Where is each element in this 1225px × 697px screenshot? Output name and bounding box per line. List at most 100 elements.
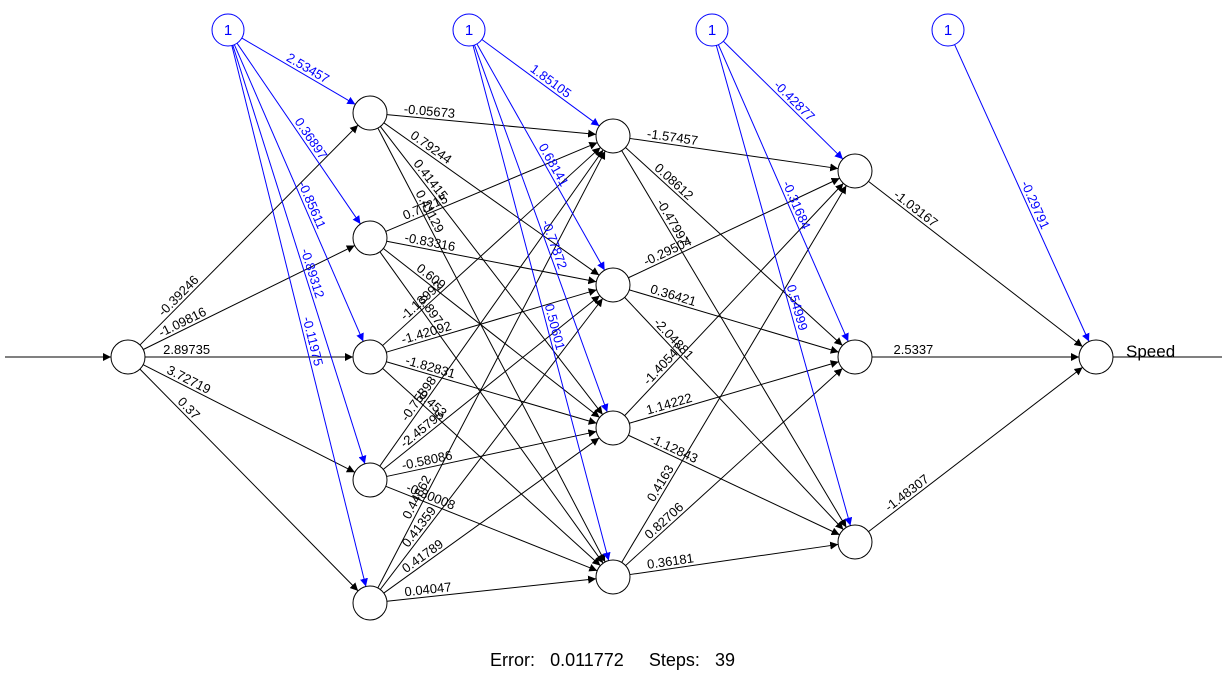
bias-edge-0-1	[236, 42, 361, 225]
weight-edge-h2-0-h3-0	[629, 137, 839, 172]
hidden2-node-2	[595, 410, 631, 446]
bias-edge-0-4	[231, 45, 368, 587]
output-node-0	[1078, 339, 1114, 375]
bias-edge-2-0	[723, 40, 844, 160]
hidden2-node-0	[595, 118, 631, 154]
weight-edge-h1-3-h2-1	[382, 295, 601, 470]
bias-edge-1-1	[476, 43, 606, 271]
bias-edge-1-0	[481, 39, 600, 127]
weight-edge-h1-0-h2-3	[377, 127, 606, 563]
weight-edge-h1-1-h2-1	[386, 240, 597, 285]
weight-edge-h1-1-h2-3	[379, 251, 604, 564]
hidden1-node-1	[352, 220, 388, 256]
bias-edge-3-0	[954, 44, 1090, 342]
weight-edge-h3-2-out	[868, 366, 1083, 533]
hidden1-node-2	[352, 339, 388, 375]
bias-node-label-1: 1	[465, 22, 473, 39]
weight-edge-h2-2-h3-1-label: 1.14222	[644, 390, 693, 418]
weight-edge-h1-4-h2-0	[377, 150, 606, 589]
bias-edge-1-2-label: -0.77872	[539, 218, 571, 271]
hidden3-node-0	[837, 153, 873, 189]
bias-edge-0-3-label: -0.89312	[298, 246, 328, 299]
weight-edge-h2-3-h3-2-label: 0.36181	[646, 550, 695, 572]
weight-edge-h1-0-h2-1	[383, 122, 600, 276]
bias-edge-0-2-label: -0.85611	[295, 179, 329, 231]
error-value: 0.011772	[550, 650, 624, 670]
edges-layer	[5, 37, 1222, 602]
bias-edge-0-2	[233, 44, 364, 342]
weight-edge-h1-2-h2-3	[382, 368, 601, 566]
output-label: Speed	[1126, 342, 1175, 361]
bias-edge-0-1-label: 0.36897	[292, 115, 331, 162]
bias-node-label-2: 1	[708, 22, 716, 39]
hidden3-node-2	[837, 524, 873, 560]
weight-edge-h1-4-h2-3-label: 0.04047	[404, 579, 452, 599]
hidden1-node-3	[352, 462, 388, 498]
weight-edge-i-h1-1	[143, 245, 355, 350]
weight-edge-h2-1-h3-2	[624, 297, 844, 530]
weight-edge-h1-2-h2-1	[386, 288, 597, 353]
weight-edge-h1-3-h2-2	[386, 429, 597, 477]
weight-edge-h1-2-h2-2	[386, 361, 597, 425]
bias-node-2	[695, 13, 729, 47]
bias-node-label-3: 1	[944, 22, 952, 39]
weight-edge-h1-1-h2-0	[385, 141, 598, 232]
input-node-0	[110, 339, 146, 375]
bias-edge-1-1-label: 0.68141	[536, 141, 572, 189]
weight-edge-h1-3-h2-3	[385, 485, 598, 572]
weight-edge-h3-2-out-label: -1.48307	[882, 471, 932, 514]
weight-edge-h2-2-h3-0	[624, 183, 844, 416]
weight-edge-h2-2-h3-1	[629, 360, 839, 424]
weight-edge-h2-3-h3-0	[621, 185, 847, 563]
hidden3-node-1	[837, 339, 873, 375]
weight-edge-h1-3-h2-2-label: -0.58086	[400, 447, 453, 472]
bias-edge-2-1	[717, 44, 849, 342]
weight-edge-h2-0-h3-1	[625, 147, 843, 346]
weight-edge-h3-0-out	[868, 180, 1083, 348]
bias-node-1	[452, 13, 486, 47]
weight-edge-h1-4-h2-3	[386, 575, 597, 602]
weight-edge-h3-0-out-label: -1.03167	[891, 187, 941, 230]
weight-edge-h2-3-h3-2	[629, 541, 839, 576]
weight-edge-h2-0-h3-0-label: -1.57457	[646, 126, 699, 148]
weight-edge-i-h1-4	[139, 368, 359, 592]
weight-edge-h2-2-h3-2	[628, 434, 840, 536]
weight-edge-i-h1-4-label: 0.37	[175, 394, 203, 423]
weight-edge-h2-1-h3-1	[629, 289, 839, 354]
weight-edge-i-h1-3	[142, 364, 356, 473]
steps-value: 39	[714, 650, 735, 670]
weight-edge-h2-0-h3-1-label: 0.08612	[652, 160, 697, 203]
weight-edge-i-h1-2-label: 2.89735	[163, 342, 210, 357]
weight-edge-h2-0-h3-2	[621, 150, 847, 528]
steps-label: Steps:	[648, 650, 700, 670]
bias-edge-1-0-label: 1.85105	[528, 61, 575, 101]
hidden2-node-3	[595, 559, 631, 595]
weight-edge-h2-3-h3-1-label: 0.82706	[641, 499, 686, 542]
bias-edge-2-1-label: -0.31684	[780, 178, 814, 231]
weight-edge-h2-3-h3-1	[625, 368, 843, 566]
weight-edge-h1-2-h2-0	[382, 147, 601, 346]
bias-node-0	[211, 13, 245, 47]
weight-edge-h3-1-out-label: 2.5337	[894, 342, 934, 357]
bias-node-label-0: 1	[224, 22, 232, 39]
weight-edge-h1-0-h2-0-label: -0.05673	[403, 101, 456, 121]
hidden1-node-4	[352, 585, 388, 621]
bias-edge-0-0-label: 2.53457	[284, 50, 332, 87]
weight-edge-h1-0-h2-0	[386, 114, 597, 138]
bias-edge-0-4-label: -0.11975	[300, 315, 327, 367]
weight-edge-h2-1-h3-0	[628, 177, 840, 279]
bias-edge-0-0	[241, 37, 356, 105]
hidden2-node-1	[595, 267, 631, 303]
bias-edge-1-2	[473, 44, 609, 413]
hidden1-node-0	[352, 95, 388, 131]
bias-edge-2-2	[715, 45, 853, 526]
bias-edge-0-3	[232, 45, 367, 464]
weight-edge-h2-2-h3-0-label: -1.40547	[640, 340, 686, 388]
bias-node-3	[931, 13, 965, 47]
weight-edge-h2-1-h3-1-label: 0.36421	[649, 281, 698, 309]
weight-edge-h1-1-h2-1-label: -0.83316	[403, 230, 456, 254]
weight-edge-h1-0-h2-2	[379, 126, 604, 415]
bias-edge-1-3	[472, 45, 611, 561]
